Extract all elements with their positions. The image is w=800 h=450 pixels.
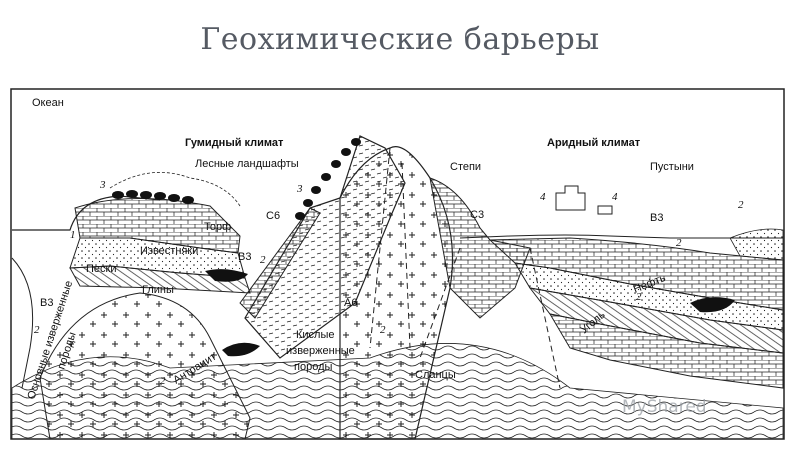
- barrier-code: В3: [238, 251, 251, 263]
- label-acid-rocks-1: Кислые: [296, 329, 335, 341]
- coal-lens-left: [205, 269, 248, 282]
- label-acid-rocks-3: породы: [294, 361, 332, 373]
- clay-layer: [69, 265, 251, 294]
- fault-line-2: [401, 162, 411, 349]
- label-peat: Торф: [204, 221, 231, 233]
- coast-slope: [11, 257, 34, 389]
- label-arid-climate: Аридный климат: [547, 137, 641, 149]
- label-sands: Пески: [86, 263, 116, 275]
- watermark-text: MyShared: [622, 397, 707, 417]
- label-acid-rocks-2: изверженные: [286, 345, 355, 357]
- marker-number: 2: [160, 375, 166, 387]
- marker-number: 2: [380, 324, 386, 336]
- dipping-sediment-slab: [244, 135, 406, 359]
- label-deserts: Пустыни: [650, 161, 694, 173]
- label-clays: Глины: [142, 284, 174, 296]
- barrier-code: В3: [650, 212, 663, 224]
- limestone-slab: [239, 207, 321, 319]
- slide-title: Геохимические барьеры: [200, 22, 600, 57]
- marker-number: 2: [738, 199, 744, 211]
- label-ocean: Океан: [32, 97, 64, 109]
- label-steppes: Степи: [450, 161, 481, 173]
- marker-number: 1: [70, 229, 76, 241]
- small-building: [597, 205, 613, 215]
- steppe-hill-limestone: [429, 177, 531, 319]
- marker-number: 3: [99, 179, 106, 191]
- marker-number: 2: [260, 254, 266, 266]
- geochemical-barriers-diagram: Океан Гумидный климат Лесные ландшафты А…: [10, 88, 785, 440]
- marker-number: 2: [636, 291, 642, 303]
- desert-sand: [729, 228, 784, 261]
- oil-lens: [690, 297, 735, 313]
- marker-number: 2: [34, 324, 40, 336]
- marker-number: 4: [612, 191, 618, 203]
- marker-number: 4: [540, 191, 546, 203]
- forest-trees: [112, 138, 361, 220]
- label-humid-climate: Гумидный климат: [185, 137, 284, 149]
- basin-lower-limestone: [549, 313, 784, 389]
- label-limestones: Известняки: [140, 245, 198, 257]
- barrier-code: А6: [344, 297, 357, 309]
- fault-line-1: [369, 147, 391, 349]
- marker-number: 3: [296, 183, 303, 195]
- surface-line-right: [459, 234, 783, 239]
- barrier-code: С6: [266, 210, 280, 222]
- basic-igneous-massif: [39, 292, 251, 440]
- label-shales: Сланцы: [415, 369, 456, 381]
- marker-number: 2: [676, 237, 682, 249]
- barrier-code: С3: [470, 209, 484, 221]
- barrier-code: В3: [40, 297, 53, 309]
- label-forest-landscapes: Лесные ландшафты: [195, 158, 299, 170]
- fault-line-3: [529, 247, 561, 389]
- anthracite-lens: [222, 342, 260, 357]
- settlement-building: [555, 185, 586, 211]
